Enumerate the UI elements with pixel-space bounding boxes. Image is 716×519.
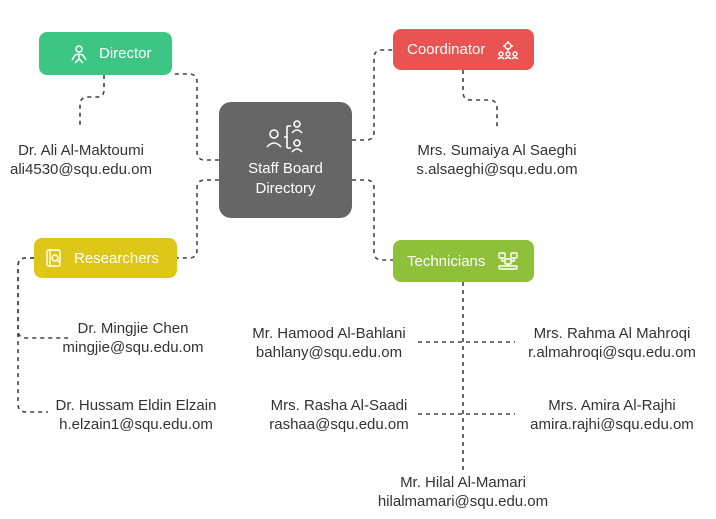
coordinator-person: Mrs. Sumaiya Al Saeghi s.alsaeghi@squ.ed… [402, 141, 592, 179]
person-email: hilalmamari@squ.edu.om [377, 493, 549, 510]
leader-icon [69, 44, 89, 64]
person-name: Mr. Hilal Al-Mamari [400, 474, 526, 491]
person-email: r.almahroqi@squ.edu.om [528, 344, 696, 361]
person-name: Mrs. Rasha Al-Saadi [270, 397, 408, 414]
person-email: mingjie@squ.edu.om [62, 339, 204, 356]
book-search-icon [44, 248, 64, 268]
technician-3-person: Mrs. Rasha Al-Saadi rashaa@squ.edu.om [256, 396, 422, 434]
person-email: amira.rajhi@squ.edu.om [530, 416, 694, 433]
technician-1-person: Mr. Hamood Al-Bahlani bahlany@squ.edu.om [240, 324, 418, 362]
network-devices-icon [497, 251, 519, 271]
center-title-line2: Directory [255, 180, 316, 197]
center-title-line1: Staff Board [248, 160, 323, 177]
technicians-label: Technicians [407, 252, 486, 270]
researcher-2-person: Dr. Hussam Eldin Elzain h.elzain1@squ.ed… [46, 396, 226, 434]
connector-technicians [352, 179, 393, 261]
person-name: Mr. Hamood Al-Bahlani [252, 325, 406, 342]
director-box: Director [39, 32, 172, 75]
coordinator-label: Coordinator [407, 41, 486, 58]
researcher-1-person: Dr. Mingjie Chen mingjie@squ.edu.om [50, 319, 216, 357]
researchers-label: Researchers [74, 249, 160, 267]
person-email: ali4530@squ.edu.om [10, 161, 152, 178]
connector-researcher-2 [17, 257, 48, 413]
technician-5-person: Mr. Hilal Al-Mamari hilalmamari@squ.edu.… [361, 473, 565, 511]
person-email: s.alsaeghi@squ.edu.om [416, 161, 578, 178]
person-name: Dr. Mingjie Chen [77, 320, 189, 337]
connector-coordinator [352, 49, 393, 141]
person-email: h.elzain1@squ.edu.om [59, 416, 213, 433]
person-email: rashaa@squ.edu.om [269, 416, 409, 433]
person-email: bahlany@squ.edu.om [255, 344, 403, 361]
staff-board-directory-node: Staff Board Directory [219, 102, 352, 218]
technician-4-person: Mrs. Amira Al-Rajhi amira.rajhi@squ.edu.… [515, 396, 709, 434]
connector-coordinator-person [462, 70, 498, 128]
person-name: Mrs. Sumaiya Al Saeghi [417, 142, 577, 159]
org-people-icon [219, 120, 352, 159]
person-name: Mrs. Amira Al-Rajhi [548, 397, 676, 414]
person-name: Dr. Hussam Eldin Elzain [55, 397, 217, 414]
director-label: Director [99, 45, 152, 62]
gears-people-icon [497, 40, 519, 60]
director-person: Dr. Ali Al-Maktoumi ali4530@squ.edu.om [0, 141, 162, 179]
person-name: Dr. Ali Al-Maktoumi [18, 142, 144, 159]
technician-2-person: Mrs. Rahma Al Mahroqi r.almahroqi@squ.ed… [515, 324, 709, 362]
technicians-box: Technicians [393, 240, 534, 282]
researchers-box: Researchers [34, 238, 177, 278]
connector-researchers [177, 179, 219, 259]
person-name: Mrs. Rahma Al Mahroqi [533, 325, 691, 342]
coordinator-box: Coordinator [393, 29, 534, 70]
connector-director-person [79, 75, 105, 125]
connector-director [172, 73, 219, 161]
